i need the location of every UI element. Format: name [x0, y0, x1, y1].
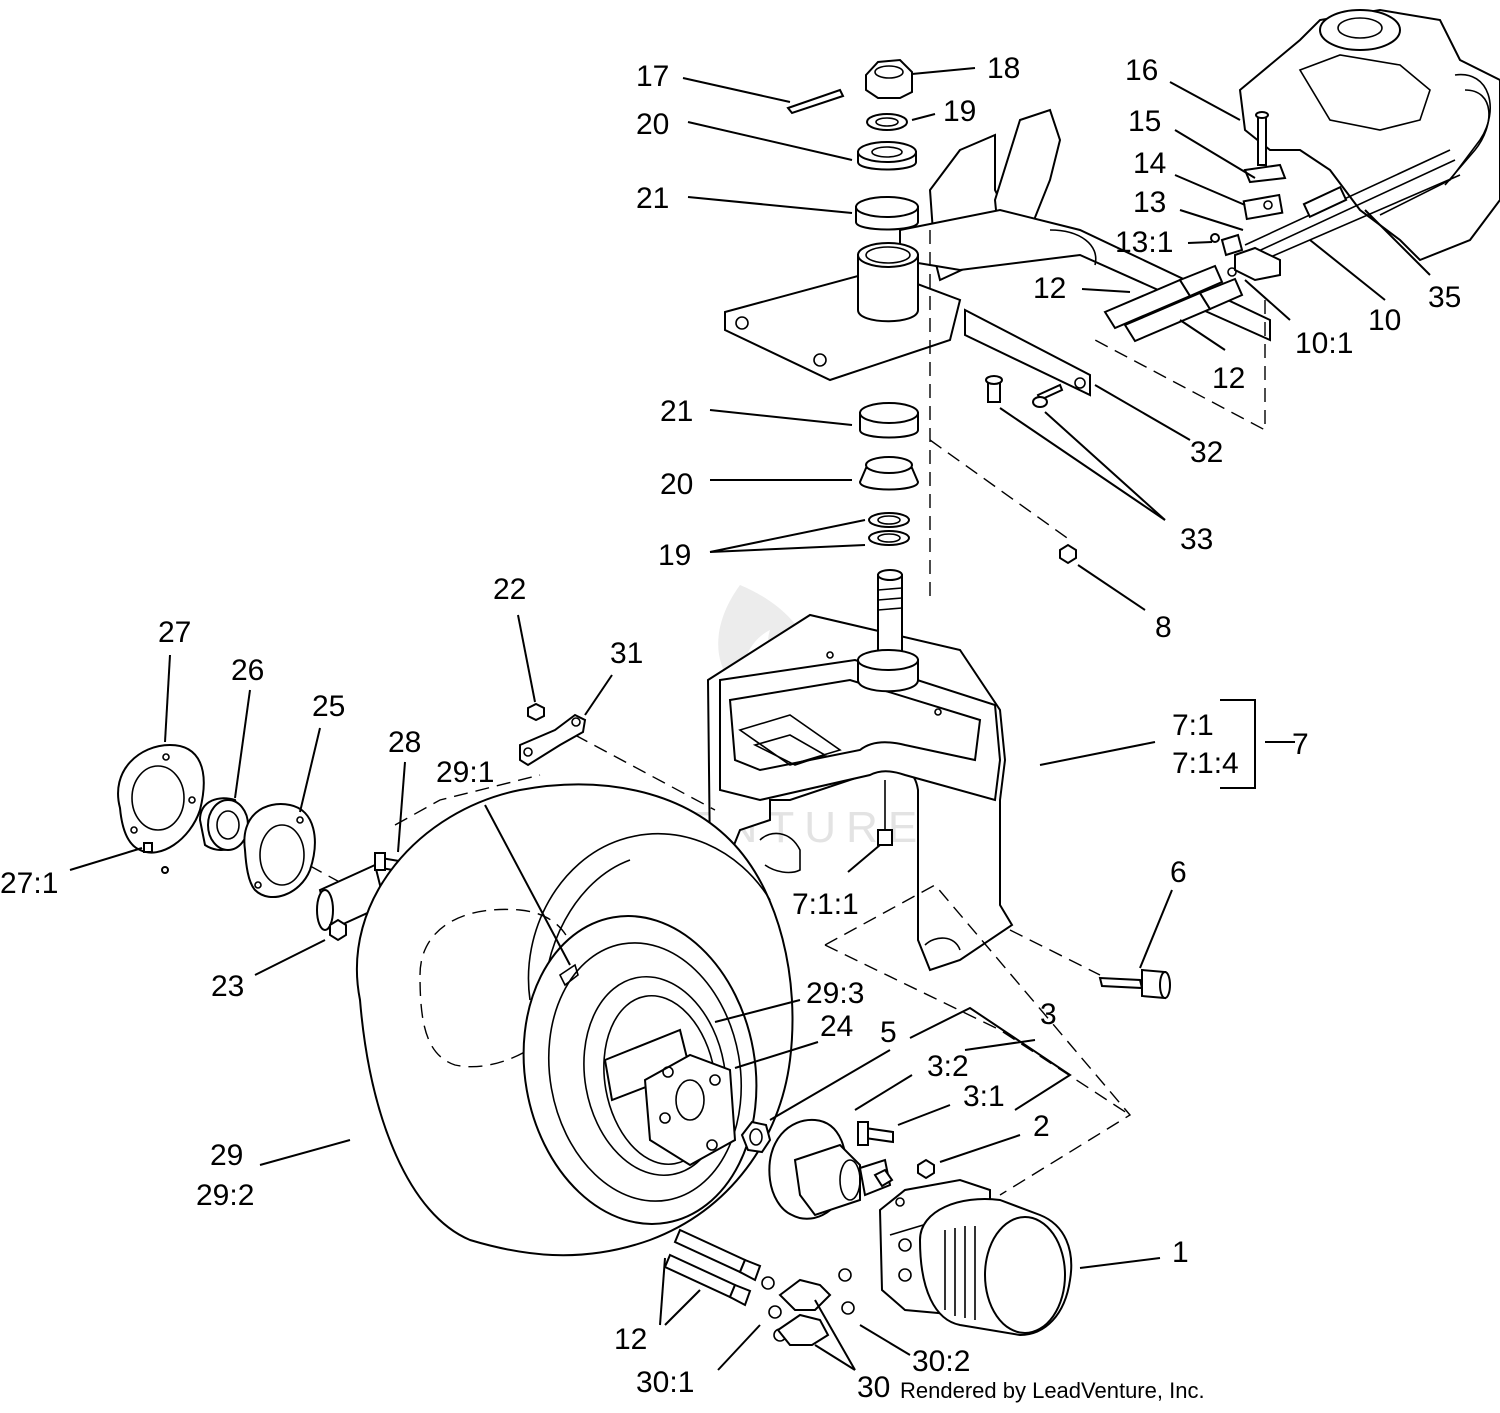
callout-3-2: 3:2 — [927, 1050, 969, 1083]
callout-23: 23 — [211, 970, 244, 1003]
callout-12-bottom: 12 — [614, 1323, 647, 1356]
bearing-stack-bottom — [858, 402, 920, 546]
callout-33: 33 — [1180, 523, 1213, 556]
wheel-motor — [878, 1158, 1073, 1337]
callout-7-1-1: 7:1:1 — [792, 888, 859, 921]
callout-22: 22 — [493, 573, 526, 606]
callout-20-top: 20 — [636, 108, 669, 141]
flange-27 — [117, 743, 205, 854]
callout-17: 17 — [636, 60, 669, 93]
callout-7-1: 7:1 — [1172, 709, 1214, 742]
callout-6: 6 — [1170, 856, 1187, 889]
callout-8: 8 — [1155, 611, 1172, 644]
clip-and-nut — [519, 702, 587, 767]
nut-5 — [740, 1120, 772, 1154]
callout-31: 31 — [610, 637, 643, 670]
bearing-stack-top — [786, 58, 919, 231]
pump-housing — [1238, 8, 1500, 262]
callout-12-right: 12 — [1212, 362, 1245, 395]
wheel-tire — [355, 783, 794, 1257]
callout-29: 29 — [210, 1139, 243, 1172]
callout-10-1: 10:1 — [1295, 327, 1353, 360]
callout-14: 14 — [1133, 147, 1166, 180]
callout-20-bottom: 20 — [660, 468, 693, 501]
callout-7: 7 — [1292, 728, 1309, 761]
callout-30-1: 30:1 — [636, 1366, 694, 1399]
callout-7-1-4: 7:1:4 — [1172, 747, 1239, 780]
hydraulic-lines-top — [1244, 149, 1461, 266]
pivot-tube — [857, 242, 919, 323]
footer-credit: Rendered by LeadVenture, Inc. — [900, 1378, 1205, 1403]
callout-21-bottom: 21 — [660, 395, 693, 428]
callout-15: 15 — [1128, 105, 1161, 138]
callout-5: 5 — [880, 1016, 897, 1049]
callout-3-1: 3:1 — [963, 1080, 1005, 1113]
callout-32: 32 — [1190, 436, 1223, 469]
callout-29-1: 29:1 — [436, 756, 494, 789]
callout-1: 1 — [1172, 1236, 1189, 1269]
bolts-33 — [985, 375, 1077, 565]
callout-2: 2 — [1033, 1110, 1050, 1143]
callout-16: 16 — [1125, 54, 1158, 87]
callout-18: 18 — [987, 52, 1020, 85]
callout-35: 35 — [1428, 281, 1461, 314]
callout-29-2: 29:2 — [196, 1179, 254, 1212]
callout-27-1: 27:1 — [0, 867, 58, 900]
callout-27: 27 — [158, 616, 191, 649]
callout-30-2: 30:2 — [912, 1345, 970, 1378]
hoses-top — [1103, 264, 1244, 343]
steering-frame — [724, 108, 1271, 600]
callout-24: 24 — [820, 1010, 853, 1043]
wheel-fork — [706, 569, 1171, 1000]
callout-19-top: 19 — [943, 95, 976, 128]
flange-25 — [243, 803, 316, 899]
hoses-bottom — [663, 1228, 855, 1346]
callout-28: 28 — [388, 726, 421, 759]
callout-10: 10 — [1368, 304, 1401, 337]
alignment-lines — [289, 734, 1132, 1196]
callout-26: 26 — [231, 654, 264, 687]
callout-25: 25 — [312, 690, 345, 723]
callout-29-3: 29:3 — [806, 977, 864, 1010]
bearing-26 — [161, 797, 249, 874]
callout-labels: 1 2 3 3:1 3:2 5 6 7 7:1 7:1:4 7:1:1 8 10… — [0, 52, 1461, 1404]
callout-19-bottom: 19 — [658, 539, 691, 572]
callout-3: 3 — [1040, 998, 1057, 1031]
callout-21-top: 21 — [636, 182, 669, 215]
hub-3 — [768, 1118, 894, 1220]
leader-lines — [69, 67, 1431, 1371]
callout-13: 13 — [1133, 186, 1166, 219]
callout-13-1: 13:1 — [1115, 226, 1173, 259]
callout-30: 30 — [857, 1371, 890, 1404]
callout-12-top: 12 — [1033, 272, 1066, 305]
